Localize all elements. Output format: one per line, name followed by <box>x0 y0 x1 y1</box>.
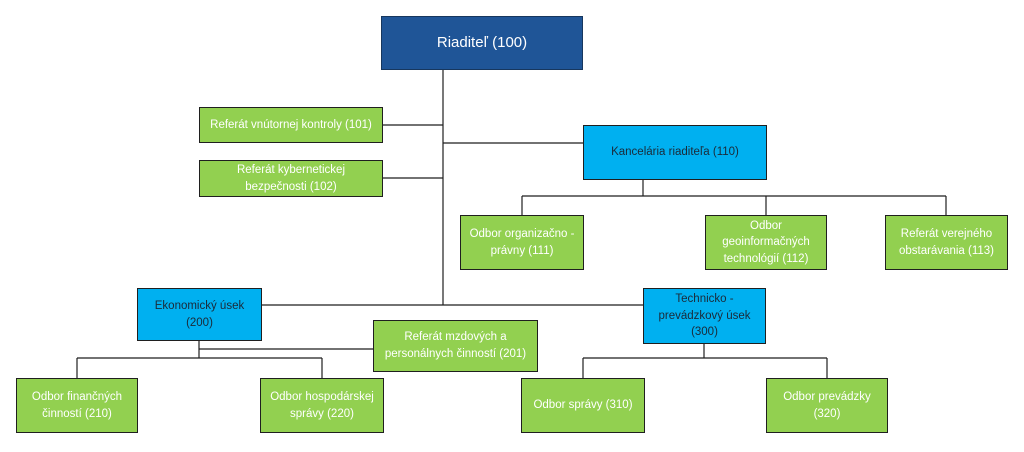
node-technical-300: Technicko - prevádzkový úsek (300) <box>643 288 766 344</box>
node-finance-210: Odbor finančných činností (210) <box>16 378 138 433</box>
node-director-100: Riaditeľ (100) <box>381 16 583 70</box>
node-procurement-113: Referát verejného obstarávania (113) <box>885 215 1008 270</box>
node-internal-control-101: Referát vnútornej kontroly (101) <box>199 107 383 143</box>
node-administration-310: Odbor správy (310) <box>521 378 645 433</box>
node-economic-admin-220: Odbor hospodárskej správy (220) <box>260 378 384 433</box>
node-economic-200: Ekonomický úsek (200) <box>137 288 262 341</box>
node-office-110: Kancelária riaditeľa (110) <box>583 125 767 180</box>
node-geoinformation-112: Odbor geoinformačných technológií (112) <box>705 215 827 270</box>
node-operations-320: Odbor prevádzky (320) <box>766 378 888 433</box>
node-payroll-201: Referát mzdových a personálnych činností… <box>373 320 538 372</box>
node-cyber-security-102: Referát kybernetickej bezpečnosti (102) <box>199 160 383 197</box>
node-organizational-legal-111: Odbor organizačno - právny (111) <box>460 215 584 270</box>
